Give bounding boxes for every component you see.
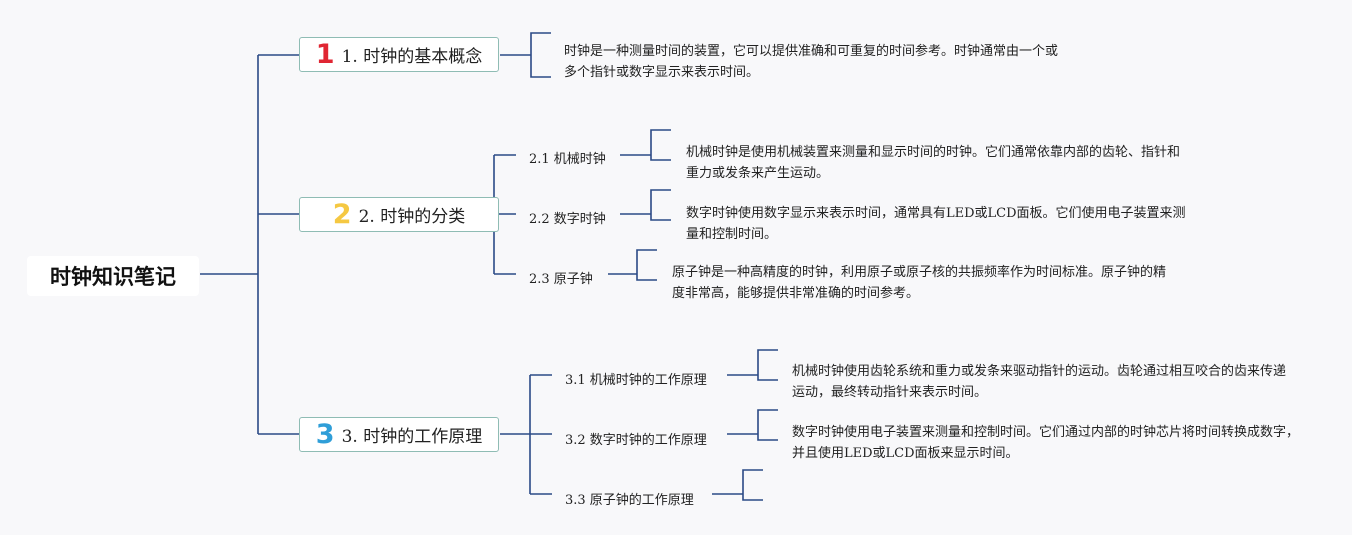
topic-classification[interactable]: 2 2. 时钟的分类 [299,197,499,232]
note-mechanical-principle[interactable]: 机械时钟使用齿轮系统和重力或发条来驱动指针的运动。齿轮通过相互咬合的齿来传递运动… [792,364,1287,400]
topic-basic-concept[interactable]: 1 1. 时钟的基本概念 [299,37,499,72]
connector-line [530,32,551,78]
connector-line [742,469,763,501]
connector-line [650,189,671,221]
topic-label: 2. 时钟的分类 [358,207,466,227]
connector-line [636,249,657,281]
note-digital-clock[interactable]: 数字时钟使用数字显示来表示时间，通常具有LED或LCD面板。它们使用电子装置来测… [686,206,1186,242]
subtopic-mechanical-clock[interactable]: 2.1 机械时钟 [529,152,606,167]
subtopic-digital-principle[interactable]: 3.2 数字时钟的工作原理 [565,433,707,448]
connector-line [757,349,778,381]
subtopic-digital-clock[interactable]: 2.2 数字时钟 [529,212,606,227]
subtopic-atomic-principle[interactable]: 3.3 原子钟的工作原理 [565,493,694,508]
connector-line [757,409,778,441]
badge-2-icon: 2 [332,199,352,230]
note-mechanical-clock[interactable]: 机械时钟是使用机械装置来测量和显示时间的时钟。它们通常依靠内部的齿轮、指针和重力… [686,145,1181,181]
topic-label: 1. 时钟的基本概念 [341,47,483,67]
root-node[interactable]: 时钟知识笔记 [27,256,199,296]
root-label: 时钟知识笔记 [50,265,176,289]
note-basic-concept[interactable]: 时钟是一种测量时间的装置，它可以提供准确和可重复的时间参考。时钟通常由一个或多个… [564,44,1059,80]
note-atomic-clock[interactable]: 原子钟是一种高精度的时钟，利用原子或原子核的共振频率作为时间标准。原子钟的精度非… [672,265,1167,301]
note-digital-principle[interactable]: 数字时钟使用电子装置来测量和控制时间。它们通过内部的时钟芯片将时间转换成数字，并… [792,425,1300,461]
topic-working-principle[interactable]: 3 3. 时钟的工作原理 [299,417,499,452]
subtopic-atomic-clock[interactable]: 2.3 原子钟 [529,272,593,287]
subtopic-mechanical-principle[interactable]: 3.1 机械时钟的工作原理 [565,373,707,388]
connector-line [650,129,671,161]
badge-3-icon: 3 [315,419,335,450]
topic-label: 3. 时钟的工作原理 [341,427,483,447]
badge-1-icon: 1 [315,39,335,70]
